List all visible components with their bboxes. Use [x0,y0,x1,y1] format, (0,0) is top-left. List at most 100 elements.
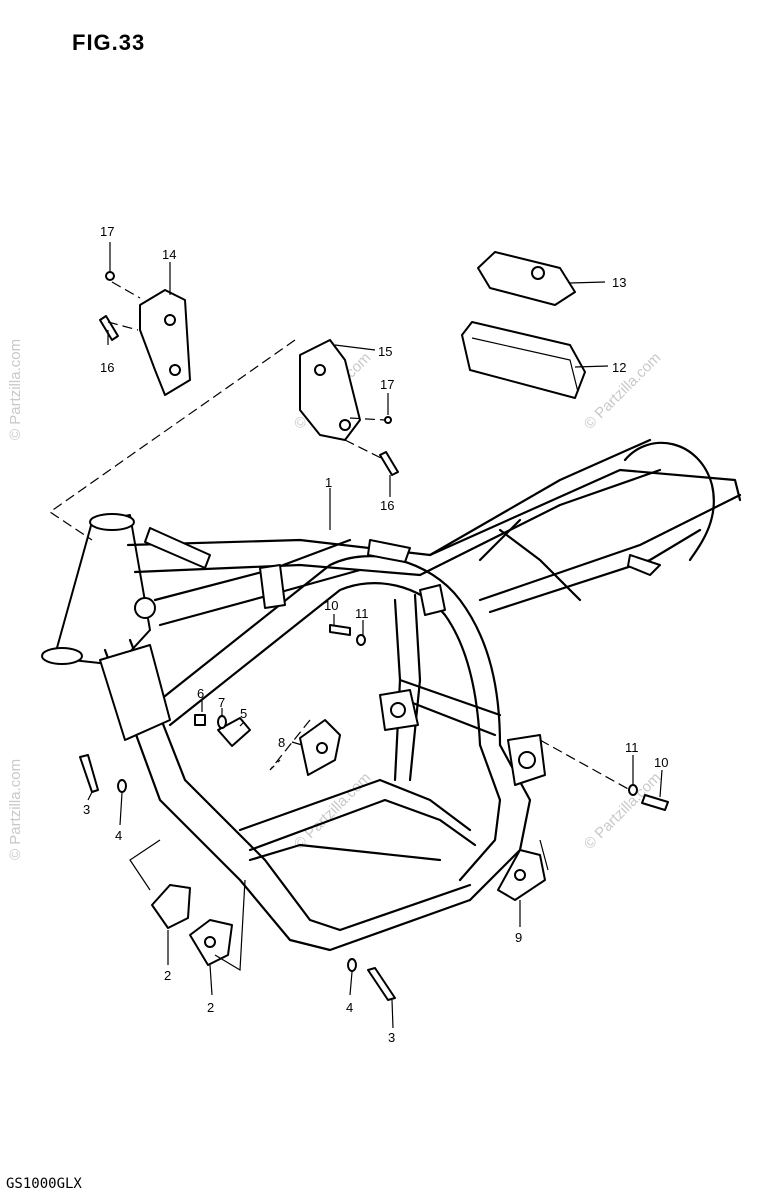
lower-rear-mount-hole [518,751,536,769]
callout-14: 14 [162,247,176,262]
part-17-bolt-left [105,271,115,281]
leader-line [574,365,609,368]
part-3-bolt-bottom [367,967,396,1001]
part-12-tray [461,321,586,399]
callout-3: 3 [83,802,90,817]
assembly-line [48,339,296,541]
part-7-washer [217,715,227,729]
callout-2: 2 [164,968,171,983]
rear-subframe-lower [478,493,742,602]
watermark: © Partzilla.com [291,769,374,852]
left-down-tube-edge [128,638,472,932]
right-cradle-rail [238,778,472,832]
part-5-plate [217,717,251,747]
exploded-parts [79,251,669,1001]
callout-15: 15 [378,344,392,359]
part-13-hole [531,266,545,280]
callout-4: 4 [346,1000,353,1015]
callout-labels: 1 2 2 3 3 4 4 5 6 7 8 9 10 10 11 11 12 1… [83,224,668,1045]
callout-2: 2 [207,1000,214,1015]
part-4-washer-left [117,779,127,793]
watermark: © Partzilla.com [7,759,24,860]
part-14-hole [169,364,181,376]
engine-cradle-loop-inner [168,582,482,747]
part-9-hole [514,869,526,881]
callout-12: 12 [612,360,626,375]
right-cradle-rail-edge [248,798,477,852]
steering-head-bottom [41,647,83,665]
assembly-line [269,719,311,771]
part-16-bolt-right [379,451,399,476]
callout-17: 17 [100,224,114,239]
callout-11: 11 [355,606,369,621]
steering-head [54,514,151,666]
part-14-bracket [139,289,191,396]
seat-rail-brace [498,528,582,602]
callout-5: 5 [240,706,247,721]
assembly-bracket [539,839,549,871]
rear-subframe-top [428,468,742,557]
callout-1: 1 [325,475,332,490]
rear-down-tube-inner [458,743,502,882]
leader-line [87,791,93,801]
watermark: © Partzilla.com [7,339,24,440]
watermark: © Partzilla.com [581,769,664,852]
front-mount-boss [134,597,156,619]
assembly-bracket [129,839,161,891]
vertical-strut-edge [408,593,422,782]
part-3-bolt-left [79,754,99,793]
part-2-plate-upper [151,884,191,929]
inner-crossbrace [398,678,502,717]
callout-17: 17 [380,377,394,392]
callout-6: 6 [197,686,204,701]
seat-latch-tab [419,584,446,616]
seat-rail-brace-2 [478,518,522,562]
part-14-hole [164,314,176,326]
left-down-tube [103,648,472,952]
model-code: GS1000GLX [6,1176,82,1192]
part-11-nut-right [628,784,638,796]
part-6-bolt [194,714,206,726]
callout-7: 7 [218,695,225,710]
steering-head-top [89,513,135,531]
callout-16: 16 [380,498,394,513]
leader-line [659,769,663,798]
part-10-bolt-right [641,794,669,811]
cradle-bottom-rail [248,843,442,862]
assembly-lines [48,281,631,972]
front-gusset [99,644,171,741]
assembly-line [107,321,139,331]
leader-line [391,999,394,1029]
assembly-line [539,739,631,791]
leader-line [569,281,606,284]
leader-line [209,964,213,996]
part-16-bolt-left [99,315,119,341]
rear-fender-curve [623,441,715,562]
callout-11: 11 [625,740,639,755]
part-15-hole [339,419,351,431]
callout-10: 10 [324,598,338,613]
leader-line [239,721,245,727]
rear-subframe-edge [488,528,702,614]
rear-mount-tab [627,554,661,576]
part-17-bolt-right [384,416,392,424]
part-13-tray-cover [477,251,576,306]
assembly-line [111,281,141,299]
leader-line [119,792,123,826]
part-4-washer-bottom [347,958,357,972]
part-2-hole [204,936,216,948]
leader-line [334,344,376,351]
frame-bracket-front [367,539,411,563]
leader-line [291,741,303,746]
callout-8: 8 [278,735,285,750]
part-10-bolt-upper [329,624,351,636]
callout-10: 10 [654,755,668,770]
engine-cradle-loop [158,555,502,747]
part-12-tray-edge [471,337,579,393]
tank-mount-tab [144,527,211,569]
cross-tube [259,564,286,609]
motorcycle-frame [41,438,742,952]
callout-3: 3 [388,1030,395,1045]
callout-4: 4 [115,828,122,843]
